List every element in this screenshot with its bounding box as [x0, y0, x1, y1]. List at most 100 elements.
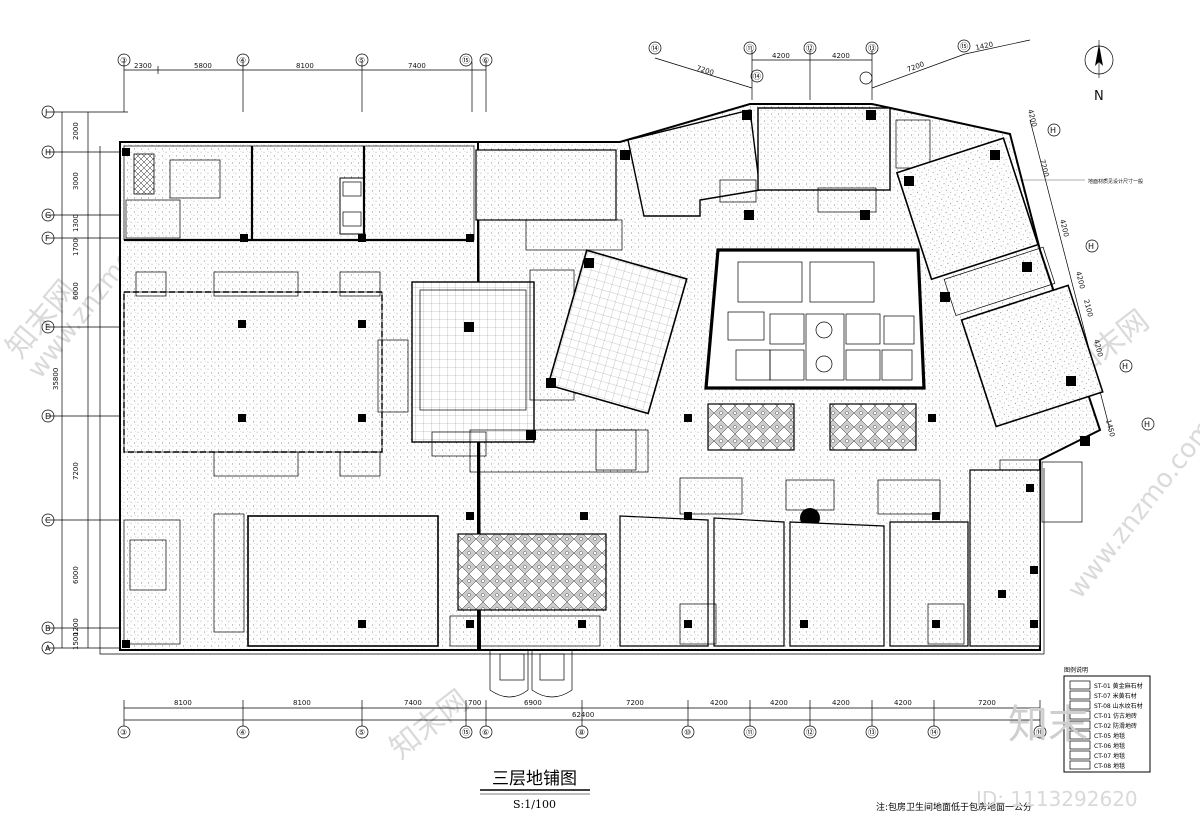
axis-top-5: ⑥	[482, 56, 489, 65]
dim-bottom-7: 4200	[710, 699, 728, 707]
dim-left-5: 6000	[72, 282, 80, 300]
dim-bottom-total: 62400	[572, 711, 594, 719]
top-left-rooms	[123, 145, 475, 242]
dim-left-3: 1300	[72, 214, 80, 232]
dim-bottom-5: 6900	[524, 699, 542, 707]
axis-top-right-5: ⑭	[753, 72, 761, 81]
dim-left-total: 35800	[52, 368, 60, 390]
axis-right-1: H	[1050, 126, 1056, 135]
watermark-logo: 知末	[1008, 702, 1088, 748]
dim-top-2: 5800	[194, 62, 212, 70]
axis-bottom-3: ⑤	[358, 728, 365, 737]
top-dimension-chain	[123, 62, 487, 112]
watermark-id: ID: 1113292620	[976, 787, 1138, 811]
annotation-right: 地面材质见设计尺寸一般	[1088, 178, 1143, 185]
dim-top-right-1: 7200	[695, 64, 714, 77]
south-rooms	[123, 469, 1041, 647]
axis-right-2: H	[1088, 242, 1094, 251]
axis-bottom-9: ⑫	[806, 728, 814, 737]
axis-bottom-1: ③	[120, 728, 127, 737]
legend-item-8: CT-07 地毯	[1094, 752, 1125, 760]
axis-bottom-11: ⑭	[930, 728, 938, 737]
legend-item-1: ST-01 黄金麻石材	[1094, 682, 1143, 690]
axis-bottom-10: ⑬	[868, 728, 876, 737]
north-central-rooms	[627, 107, 931, 217]
watermark-brand-bottom: 知末网	[383, 683, 475, 766]
axis-bottom-7: ⑩	[684, 728, 691, 737]
axis-left-2: H	[45, 148, 51, 157]
drawing-title: 三层地铺图	[492, 769, 577, 789]
dim-bottom-9: 4200	[832, 699, 850, 707]
axis-left-6: D	[45, 412, 51, 421]
axis-top-right-1: ⑭	[651, 44, 659, 53]
axis-left-4: F	[45, 234, 50, 243]
dim-bottom-10: 4200	[894, 699, 912, 707]
axis-bottom-6: ⑧	[578, 728, 585, 737]
core-block	[704, 248, 926, 390]
dim-bottom-11: 7200	[978, 699, 996, 707]
dim-right-2: 7200	[1038, 159, 1050, 178]
axis-bottom-4: ⑮	[462, 728, 470, 737]
dim-top-4: 7400	[408, 62, 426, 70]
axis-top-right-2: ⑪	[746, 44, 754, 53]
axis-left-9: A	[45, 644, 51, 653]
dim-right-4: 4200	[1074, 271, 1086, 290]
dim-right-1: 4200	[1026, 109, 1038, 128]
legend-item-2: ST-07 米黄石材	[1094, 692, 1137, 700]
axis-top-3: ⑤	[358, 56, 365, 65]
legend-title: 图例说明	[1064, 666, 1088, 674]
axis-top-4: ⑮	[462, 56, 470, 65]
north-east-rooms	[895, 137, 1104, 523]
west-hall	[123, 271, 409, 477]
dim-bottom-1: 8100	[174, 699, 192, 707]
axis-left-1: J	[44, 108, 47, 117]
dim-top-right-2: 4200	[772, 52, 790, 60]
dim-bottom-6: 7200	[626, 699, 644, 707]
legend-box	[1063, 675, 1151, 773]
center-left-rooms	[411, 149, 688, 473]
axis-right-3: H	[1122, 362, 1128, 371]
axis-bottom-8: ⑪	[746, 728, 754, 737]
dim-left-4: 1700	[72, 238, 80, 256]
dim-left-9: 1500	[72, 632, 80, 650]
drawing-scale: S:1/100	[513, 798, 556, 811]
axis-top-right-6: ⑮	[960, 42, 968, 51]
axis-top-right-4: ⑬	[868, 44, 876, 53]
dim-bottom-4: 700	[468, 699, 481, 707]
legend-item-7: CT-06 地毯	[1094, 742, 1125, 750]
axis-top-2: ④	[239, 56, 246, 65]
left-dimension-chain	[41, 105, 128, 655]
axis-bottom-12: ⑯	[1036, 728, 1044, 737]
axis-left-3: G	[45, 211, 51, 220]
dim-left-6: 7200	[72, 462, 80, 480]
dim-top-3: 8100	[296, 62, 314, 70]
dim-right-5: 2100	[1082, 299, 1094, 318]
dim-bottom-2: 8100	[293, 699, 311, 707]
dim-top-right-5: 1420	[975, 40, 994, 52]
axis-top-right-3: ⑫	[806, 44, 814, 53]
dim-left-7: 6000	[72, 566, 80, 584]
north-arrow-icon	[1084, 40, 1114, 78]
north-label: N	[1094, 89, 1104, 104]
legend-item-6: CT-05 地毯	[1094, 732, 1125, 740]
dim-left-1: 2000	[72, 122, 80, 140]
axis-left-8: B	[45, 624, 51, 633]
bottom-dimension-chain	[117, 700, 1047, 739]
axis-left-5: E	[45, 323, 50, 332]
drawing-note: 注:包房卫生间地面低于包房地面一公分	[876, 801, 1032, 813]
top-axis-bubbles	[117, 53, 493, 67]
dim-bottom-8: 4200	[770, 699, 788, 707]
top-right-dimension-chain	[648, 39, 1031, 100]
dim-left-8: 1200	[72, 618, 80, 636]
legend-item-9: CT-08 地毯	[1094, 762, 1125, 770]
dim-right-7: 1450	[1104, 419, 1116, 438]
axis-left-7: C	[45, 516, 51, 525]
axis-bottom-5: ⑥	[482, 728, 489, 737]
entry-vestibule	[489, 650, 573, 698]
axis-bottom-2: ④	[239, 728, 246, 737]
structural-columns	[122, 110, 1090, 648]
legend-item-3: ST-08 山水纹石材	[1094, 702, 1143, 710]
legend-item-4: CT-01 仿古地砖	[1094, 712, 1137, 720]
dim-left-2: 3000	[72, 172, 80, 190]
